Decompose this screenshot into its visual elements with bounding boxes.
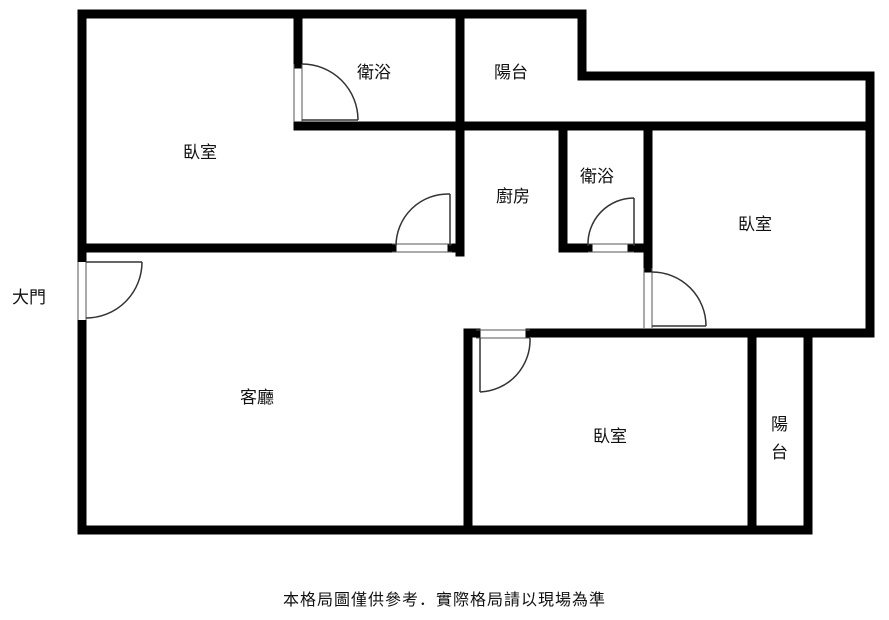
bedroom-main-door xyxy=(392,193,452,253)
entrance-door xyxy=(77,261,143,320)
label-bedroom-bottom: 臥室 xyxy=(593,427,627,447)
bath-mid-door xyxy=(587,197,635,253)
disclaimer-text: 本格局圖僅供參考．實際格局請以現場為準 xyxy=(282,590,606,609)
label-living: 客廳 xyxy=(240,388,274,408)
label-balcony-side-1: 陽 xyxy=(771,415,788,435)
bedroom-right-door xyxy=(643,268,707,328)
label-balcony-top: 陽台 xyxy=(494,63,528,83)
label-balcony-side-2: 台 xyxy=(771,443,788,463)
label-bath-top: 衛浴 xyxy=(357,63,391,83)
entrance-label: 大門 xyxy=(12,288,46,308)
label-bath-mid: 衛浴 xyxy=(580,167,614,187)
walls xyxy=(77,9,875,535)
label-bedroom-main: 臥室 xyxy=(183,143,217,163)
label-bedroom-right: 臥室 xyxy=(738,215,772,235)
bedroom-bottom-door xyxy=(476,329,531,393)
doors xyxy=(77,63,707,393)
bath-top-door xyxy=(293,63,359,122)
label-kitchen: 廚房 xyxy=(496,186,530,207)
